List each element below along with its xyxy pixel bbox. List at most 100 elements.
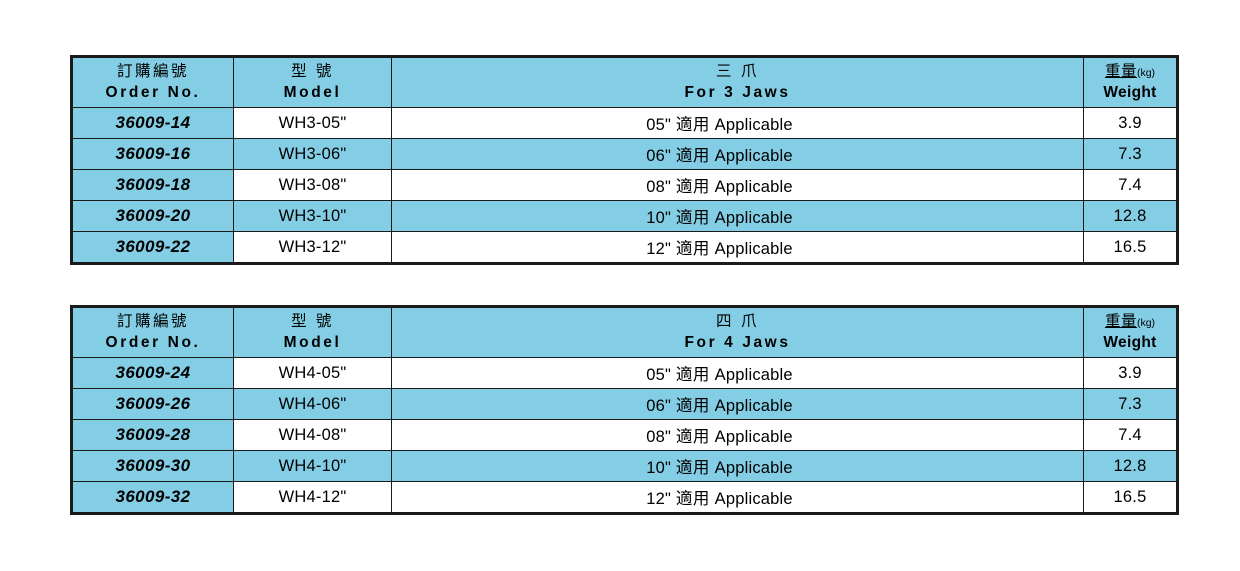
cell-order-no: 36009-22 xyxy=(71,231,234,264)
order-no-label-en: Order No. xyxy=(105,334,201,352)
weight-unit-label: (kg) xyxy=(1136,316,1156,329)
table-row: 36009-20 WH3-10" 10" 適用 Applicable 12.8 xyxy=(71,200,1178,232)
cell-order-no: 36009-14 xyxy=(71,107,234,139)
cell-jaws: 08" 適用 Applicable xyxy=(391,419,1084,451)
jaws-cn: 適用 xyxy=(675,116,710,134)
jaws-en: Applicable xyxy=(714,209,793,227)
model-label-cn: 型 號 xyxy=(291,62,334,80)
jaws-label-cn: 四 爪 xyxy=(715,312,760,330)
model-label-cn: 型 號 xyxy=(291,312,334,330)
cell-model: WH3-05" xyxy=(233,107,392,139)
column-header-weight: 重量(kg) Weight xyxy=(1083,56,1178,108)
jaws-size: 10" xyxy=(646,209,672,227)
column-header-order-no: 訂購編號 Order No. xyxy=(71,306,234,358)
jaws-cn: 適用 xyxy=(675,240,710,258)
jaws-size: 06" xyxy=(646,397,672,415)
cell-order-no: 36009-28 xyxy=(71,419,234,451)
cell-model: WH3-10" xyxy=(233,200,392,232)
cell-weight: 12.8 xyxy=(1083,450,1178,482)
table-header-four-jaws: 訂購編號 Order No. 型 號 Model 四 爪 For 4 Jaws … xyxy=(71,306,1178,358)
jaws-en: Applicable xyxy=(714,116,793,134)
jaws-cn: 適用 xyxy=(675,428,710,446)
cell-jaws: 10" 適用 Applicable xyxy=(391,450,1084,482)
model-label-en: Model xyxy=(283,334,342,352)
jaws-en: Applicable xyxy=(714,240,793,258)
jaws-en: Applicable xyxy=(714,397,793,415)
cell-model: WH4-06" xyxy=(233,388,392,420)
jaws-size: 08" xyxy=(646,178,672,196)
cell-jaws: 12" 適用 Applicable xyxy=(391,481,1084,514)
jaws-en: Applicable xyxy=(714,459,793,477)
jaws-en: Applicable xyxy=(714,428,793,446)
column-header-order-no: 訂購編號 Order No. xyxy=(71,56,234,108)
weight-label-en: Weight xyxy=(1103,84,1157,102)
table-row: 36009-18 WH3-08" 08" 適用 Applicable 7.4 xyxy=(71,169,1178,201)
order-no-label-en: Order No. xyxy=(105,84,201,102)
cell-jaws: 06" 適用 Applicable xyxy=(391,388,1084,420)
column-header-weight: 重量(kg) Weight xyxy=(1083,306,1178,358)
header-row: 訂購編號 Order No. 型 號 Model 四 爪 For 4 Jaws … xyxy=(71,306,1178,358)
weight-label-cn: 重量 xyxy=(1104,62,1137,80)
weight-label-cn-wrap: 重量(kg) xyxy=(1084,61,1176,83)
cell-order-no: 36009-30 xyxy=(71,450,234,482)
cell-model: WH4-10" xyxy=(233,450,392,482)
jaws-size: 12" xyxy=(646,490,672,508)
jaws-cn: 適用 xyxy=(675,459,710,477)
cell-jaws: 05" 適用 Applicable xyxy=(391,107,1084,139)
jaws-cn: 適用 xyxy=(675,209,710,227)
jaws-size: 12" xyxy=(646,240,672,258)
jaws-cn: 適用 xyxy=(675,397,710,415)
jaws-en: Applicable xyxy=(714,178,793,196)
jaws-size: 10" xyxy=(646,459,672,477)
cell-model: WH3-06" xyxy=(233,138,392,170)
weight-label-cn-wrap: 重量(kg) xyxy=(1084,311,1176,333)
cell-model: WH3-08" xyxy=(233,169,392,201)
table-body-three-jaws: 36009-14 WH3-05" 05" 適用 Applicable 3.9 3… xyxy=(71,107,1178,264)
weight-label-en: Weight xyxy=(1103,334,1157,352)
cell-order-no: 36009-18 xyxy=(71,169,234,201)
jaws-label-cn: 三 爪 xyxy=(715,62,760,80)
jaws-en: Applicable xyxy=(714,490,793,508)
model-label-en: Model xyxy=(283,84,342,102)
cell-jaws: 08" 適用 Applicable xyxy=(391,169,1084,201)
cell-order-no: 36009-32 xyxy=(71,481,234,514)
weight-unit-label: (kg) xyxy=(1136,66,1156,79)
table-row: 36009-16 WH3-06" 06" 適用 Applicable 7.3 xyxy=(71,138,1178,170)
column-header-model: 型 號 Model xyxy=(233,56,392,108)
cell-jaws: 05" 適用 Applicable xyxy=(391,357,1084,389)
cell-weight: 16.5 xyxy=(1083,481,1178,514)
cell-weight: 7.3 xyxy=(1083,388,1178,420)
table-row: 36009-22 WH3-12" 12" 適用 Applicable 16.5 xyxy=(71,231,1178,264)
cell-weight: 3.9 xyxy=(1083,357,1178,389)
jaws-size: 08" xyxy=(646,428,672,446)
table-row: 36009-14 WH3-05" 05" 適用 Applicable 3.9 xyxy=(71,107,1178,139)
jaws-en: Applicable xyxy=(714,147,793,165)
cell-weight: 7.4 xyxy=(1083,169,1178,201)
cell-order-no: 36009-20 xyxy=(71,200,234,232)
cell-weight: 7.4 xyxy=(1083,419,1178,451)
cell-weight: 3.9 xyxy=(1083,107,1178,139)
table-row: 36009-30 WH4-10" 10" 適用 Applicable 12.8 xyxy=(71,450,1178,482)
table-row: 36009-26 WH4-06" 06" 適用 Applicable 7.3 xyxy=(71,388,1178,420)
spec-table-three-jaws: 訂購編號 Order No. 型 號 Model 三 爪 For 3 Jaws … xyxy=(70,55,1179,265)
cell-weight: 16.5 xyxy=(1083,231,1178,264)
cell-order-no: 36009-24 xyxy=(71,357,234,389)
cell-order-no: 36009-16 xyxy=(71,138,234,170)
table-row: 36009-28 WH4-08" 08" 適用 Applicable 7.4 xyxy=(71,419,1178,451)
jaws-size: 06" xyxy=(646,147,672,165)
table-row: 36009-32 WH4-12" 12" 適用 Applicable 16.5 xyxy=(71,481,1178,514)
cell-order-no: 36009-26 xyxy=(71,388,234,420)
header-row: 訂購編號 Order No. 型 號 Model 三 爪 For 3 Jaws … xyxy=(71,56,1178,108)
cell-jaws: 12" 適用 Applicable xyxy=(391,231,1084,264)
weight-label-cn: 重量 xyxy=(1104,312,1137,330)
cell-model: WH4-05" xyxy=(233,357,392,389)
jaws-cn: 適用 xyxy=(675,147,710,165)
jaws-size: 05" xyxy=(646,116,672,134)
cell-jaws: 06" 適用 Applicable xyxy=(391,138,1084,170)
jaws-cn: 適用 xyxy=(675,490,710,508)
order-no-label-cn: 訂購編號 xyxy=(116,62,189,80)
order-no-label-cn: 訂購編號 xyxy=(116,312,189,330)
table-header-three-jaws: 訂購編號 Order No. 型 號 Model 三 爪 For 3 Jaws … xyxy=(71,56,1178,108)
spec-table-four-jaws: 訂購編號 Order No. 型 號 Model 四 爪 For 4 Jaws … xyxy=(70,305,1179,515)
